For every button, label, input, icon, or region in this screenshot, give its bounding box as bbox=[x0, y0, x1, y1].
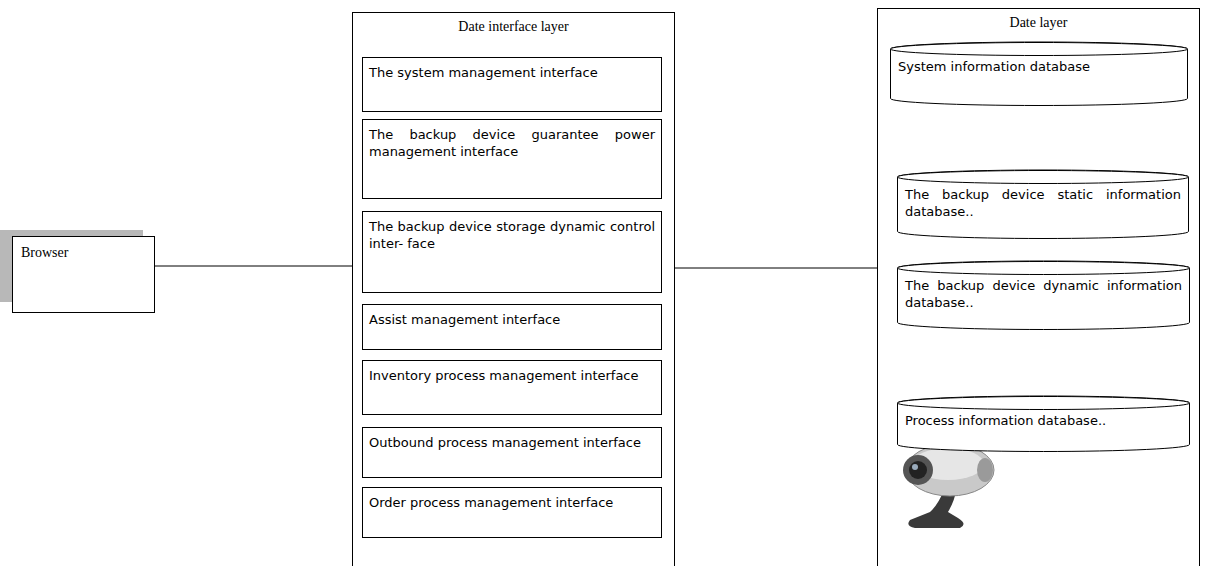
interface-box: The backup device storage dynamic contro… bbox=[362, 211, 662, 293]
layer-heading: Date layer bbox=[878, 9, 1199, 37]
box-label: Outbound process management interface bbox=[363, 428, 661, 457]
box-label: System information database bbox=[890, 42, 1188, 83]
interface-box: Assist management interface bbox=[362, 304, 662, 350]
box-label: Browser bbox=[13, 237, 154, 269]
box-label: The system management interface bbox=[363, 58, 661, 87]
connector-line bbox=[675, 268, 877, 269]
box-label: The backup device static information dat… bbox=[897, 170, 1189, 228]
data-layer: Date layerSystem information databaseThe… bbox=[877, 8, 1200, 566]
database-cylinder: Process information database.. bbox=[897, 396, 1190, 452]
interface-box: The system management interface bbox=[362, 57, 662, 112]
interface-box: Outbound process management interface bbox=[362, 427, 662, 478]
interface-box: Order process management interface bbox=[362, 487, 662, 538]
box-label: Order process management interface bbox=[363, 488, 661, 517]
box-label: Process information database.. bbox=[897, 396, 1190, 437]
box-label: The backup device storage dynamic contro… bbox=[363, 212, 661, 258]
interface-box: The backup device guarantee power manage… bbox=[362, 119, 662, 199]
interface-layer: Date interface layerThe system managemen… bbox=[352, 12, 675, 566]
box-label: Assist management interface bbox=[363, 305, 661, 334]
layer-heading: Date interface layer bbox=[353, 13, 674, 41]
database-cylinder: The backup device static information dat… bbox=[897, 170, 1189, 239]
webcam-picture bbox=[903, 444, 994, 528]
browser-box: Browser bbox=[12, 236, 155, 313]
box-label: The backup device dynamic information da… bbox=[897, 261, 1190, 319]
database-cylinder: The backup device dynamic information da… bbox=[897, 261, 1190, 330]
database-cylinder: System information database bbox=[890, 42, 1188, 106]
box-label: The backup device guarantee power manage… bbox=[363, 120, 661, 166]
box-label: Inventory process management interface bbox=[363, 361, 661, 390]
connector-line bbox=[155, 266, 352, 267]
interface-box: Inventory process management interface bbox=[362, 360, 662, 415]
